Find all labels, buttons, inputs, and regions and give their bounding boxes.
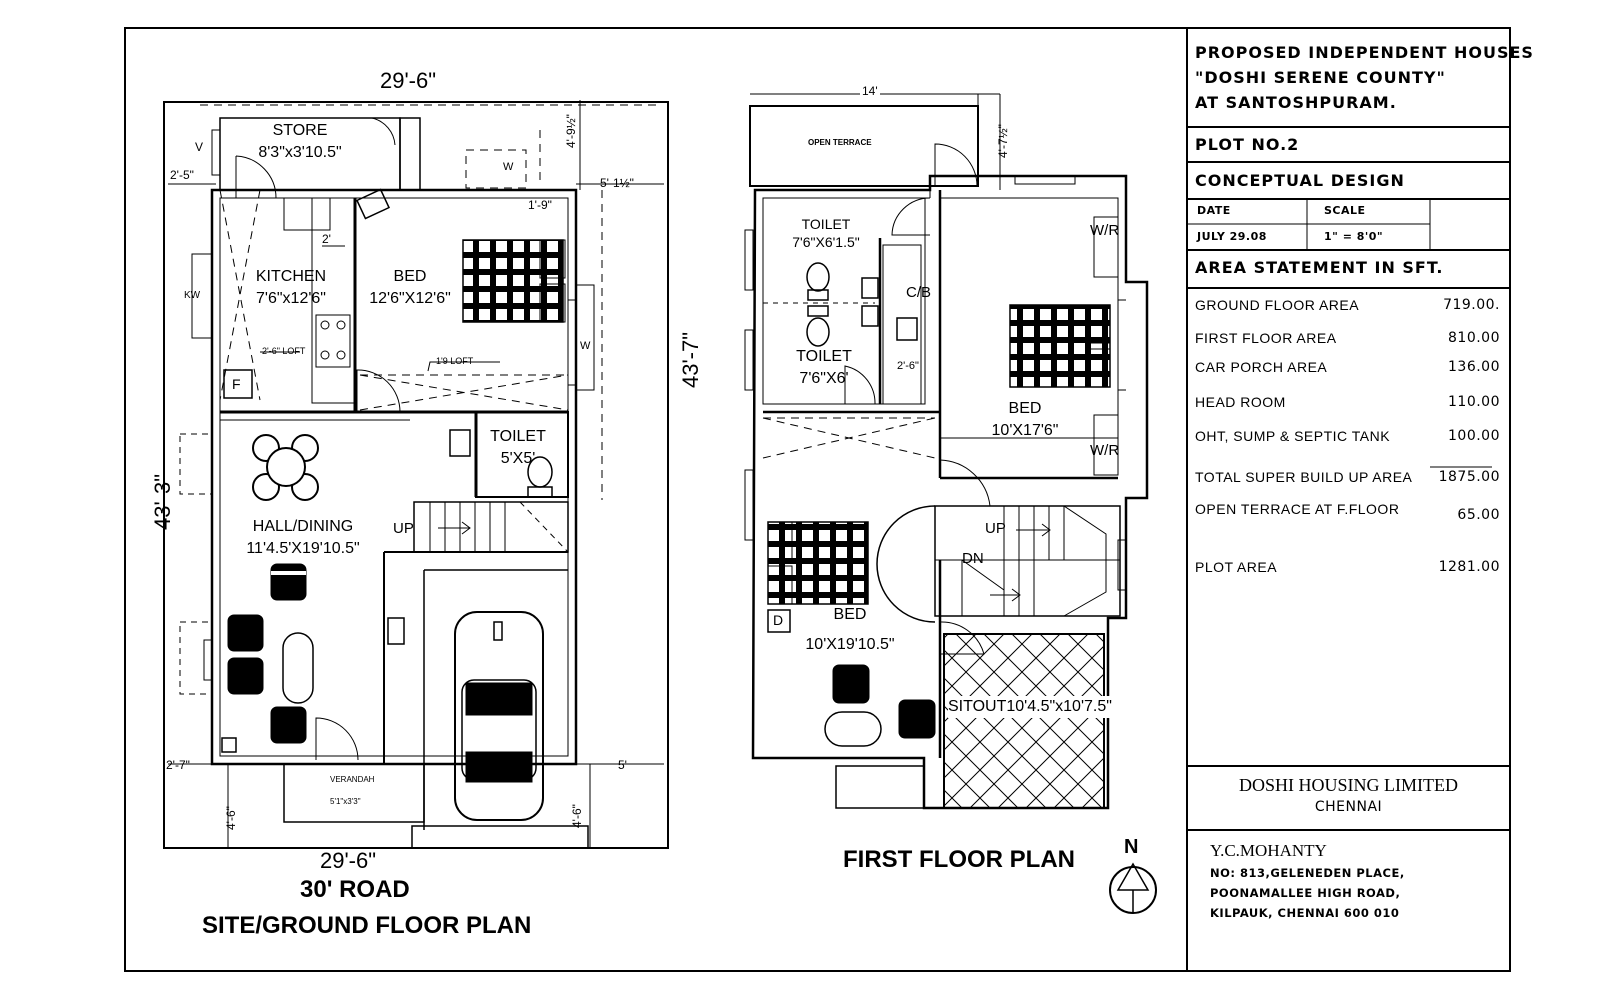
wardrobe-label: W/R: [1090, 442, 1120, 459]
project-title: PROPOSED INDEPENDENT HOUSES "DOSHI SEREN…: [1195, 40, 1534, 115]
gf-small-dim: 4'-6": [224, 806, 238, 830]
design-label: CONCEPTUAL DESIGN: [1195, 171, 1405, 190]
gf-small-dim: 4'-6": [570, 804, 584, 828]
project-line-3: AT SANTOSHPURAM.: [1195, 93, 1397, 112]
gf-small-dim: 2': [322, 232, 331, 246]
gf-small-dim: 2'-6" LOFT: [262, 346, 306, 356]
area-statement-heading: AREA STATEMENT IN SFT.: [1195, 258, 1444, 277]
gf-small-dim: V: [195, 140, 204, 154]
gf-dim-bottom: 29'-6": [320, 848, 377, 873]
gf-small-dim: 4'-9½": [564, 114, 578, 148]
gf-dim-left: 43'-3": [150, 473, 175, 530]
gf-dim-top: 29'-6": [380, 68, 437, 93]
project-line-1: PROPOSED INDEPENDENT HOUSES: [1195, 43, 1534, 62]
company-name: DOSHI HOUSING LIMITED: [1239, 775, 1458, 795]
north-arrow-icon: [1110, 867, 1156, 913]
kw-label: KW: [184, 290, 201, 301]
ff-small-dim: 2'-6": [897, 360, 919, 372]
gf-small-dim: 1'9 LOFT: [436, 356, 474, 366]
date-label: DATE: [1197, 204, 1231, 217]
open-terrace-label: OPEN TERRACE: [808, 138, 872, 147]
ground-floor-plan: [163, 100, 669, 849]
verandah-label: VERANDAH: [330, 775, 375, 784]
gf-title: SITE/GROUND FLOOR PLAN: [202, 912, 532, 939]
ff-dim-side: 4'-7½": [996, 124, 1010, 158]
address-line-1: NO: 813,GELENEDEN PLACE,: [1210, 866, 1405, 880]
window-label: W: [580, 340, 591, 352]
address-line-2: POONAMALLEE HIGH ROAD,: [1210, 886, 1401, 900]
wardrobe-label: W/R: [1090, 222, 1120, 239]
company-city: CHENNAI: [1314, 799, 1383, 815]
first-floor-plan: [744, 93, 1157, 914]
address-line-3: KILPAUK, CHENNAI 600 010: [1210, 906, 1400, 920]
ff-dn-label: DN: [962, 550, 984, 567]
sitout-label: SITOUT10'4.5"x10'7.5": [948, 696, 1112, 718]
door-marker-label: D: [773, 612, 784, 628]
date-value: JULY 29.08: [1197, 230, 1267, 243]
gf-small-dim: 2'-7": [166, 758, 190, 772]
window-label: W: [503, 161, 514, 173]
plot-no: PLOT NO.2: [1195, 135, 1300, 154]
ff-title: FIRST FLOOR PLAN: [843, 846, 1075, 873]
gf-small-dim: 5'-1½": [600, 176, 634, 190]
gf-small-dim: 5': [618, 758, 627, 772]
fridge-label: F: [232, 376, 241, 392]
verandah-size: 5'1"x3'3": [330, 797, 361, 806]
project-line-2: "DOSHI SERENE COUNTY": [1195, 68, 1446, 87]
gf-small-dim: 1'-9": [528, 198, 552, 212]
north-label: N: [1124, 836, 1139, 858]
gf-up-label: UP: [393, 520, 414, 537]
road-label: 30' ROAD: [300, 876, 410, 903]
architect-name: Y.C.MOHANTY: [1210, 841, 1327, 860]
sheet-border: [124, 27, 1511, 972]
ff-dim-top: 14': [860, 84, 880, 98]
gf-small-dim: 2'-5": [170, 168, 194, 182]
gf-dim-right: 43'-7": [678, 331, 703, 388]
scale-value: 1" = 8'0": [1324, 230, 1384, 243]
ff-up-label: UP: [985, 520, 1006, 537]
date-scale-grid: [1187, 199, 1492, 468]
scale-label: SCALE: [1324, 204, 1366, 217]
cupboard-label: C/B: [906, 284, 932, 301]
